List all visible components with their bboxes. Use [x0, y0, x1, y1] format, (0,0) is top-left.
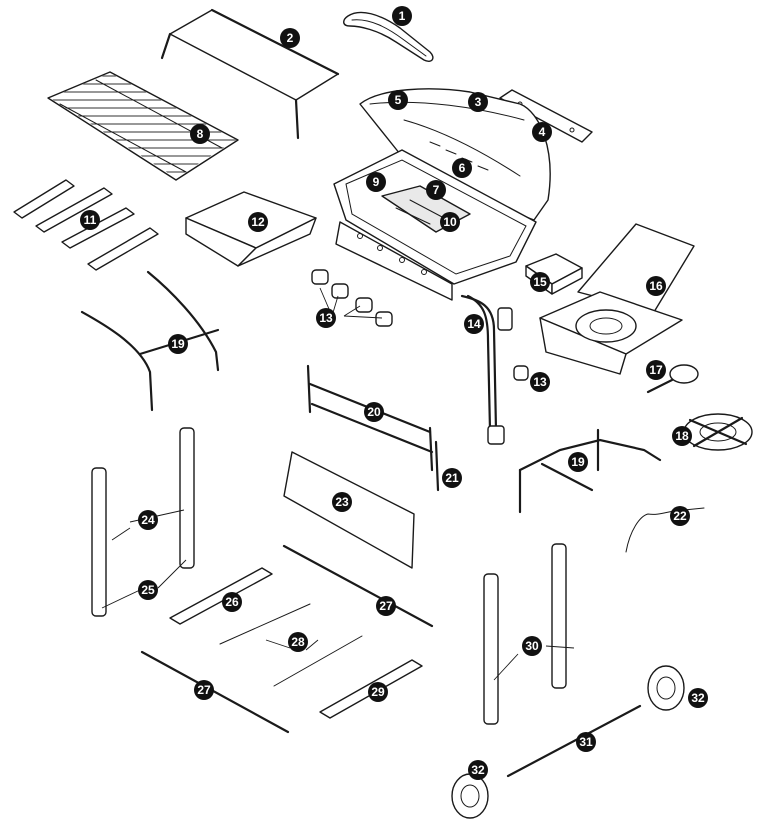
callout-13b: 13	[530, 372, 550, 392]
gas-hose-regulator	[460, 294, 513, 445]
svg-text:6: 6	[459, 161, 466, 175]
side-frame-right	[518, 428, 662, 514]
svg-text:24: 24	[141, 513, 155, 527]
svg-text:30: 30	[525, 639, 539, 653]
side-burner	[539, 223, 695, 375]
svg-text:29: 29	[371, 685, 385, 699]
svg-text:26: 26	[225, 595, 239, 609]
svg-text:17: 17	[649, 363, 663, 377]
callout-19b: 19	[568, 452, 588, 472]
control-knobs	[311, 269, 529, 381]
callout-30: 30	[522, 636, 542, 656]
callout-21: 21	[442, 468, 462, 488]
side-frame-left	[80, 270, 220, 412]
callout-29: 29	[368, 682, 388, 702]
callout-31: 31	[576, 732, 596, 752]
svg-text:11: 11	[84, 213, 97, 227]
svg-text:16: 16	[649, 279, 663, 293]
warming-rack	[160, 8, 340, 140]
callout-9: 9	[366, 172, 386, 192]
svg-text:8: 8	[197, 127, 204, 141]
front-panel	[283, 451, 415, 569]
callout-13a: 13	[316, 308, 336, 328]
callout-26: 26	[222, 592, 242, 612]
callout-11: 11	[80, 210, 100, 230]
svg-text:20: 20	[367, 405, 381, 419]
svg-text:14: 14	[467, 317, 481, 331]
bolt-part	[434, 440, 440, 492]
svg-text:32: 32	[471, 763, 485, 777]
callout-6: 6	[452, 158, 472, 178]
callout-7: 7	[426, 180, 446, 200]
burner-grate	[683, 413, 753, 451]
svg-text:25: 25	[141, 583, 155, 597]
callout-15: 15	[530, 272, 550, 292]
svg-text:3: 3	[475, 95, 482, 109]
legs-right	[483, 543, 567, 725]
axle	[506, 704, 642, 778]
svg-text:1: 1	[399, 9, 406, 23]
svg-text:15: 15	[533, 275, 547, 289]
svg-text:5: 5	[395, 93, 402, 107]
callout-4: 4	[532, 122, 552, 142]
callout-10: 10	[440, 212, 460, 232]
callouts: 1 2 3 4 5 6 7 8 9 10 11 12 13 13 14 15 1…	[80, 6, 708, 780]
svg-text:19: 19	[171, 337, 185, 351]
svg-text:2: 2	[287, 31, 294, 45]
svg-text:21: 21	[445, 471, 459, 485]
callout-3: 3	[468, 92, 488, 112]
svg-text:27: 27	[379, 599, 393, 613]
svg-text:13: 13	[533, 375, 547, 389]
callout-8: 8	[190, 124, 210, 144]
callout-17: 17	[646, 360, 666, 380]
svg-text:23: 23	[335, 495, 349, 509]
burner-valve	[646, 364, 699, 394]
callout-14: 14	[464, 314, 484, 334]
svg-text:12: 12	[251, 215, 265, 229]
legs-left	[91, 427, 195, 617]
callout-23: 23	[332, 492, 352, 512]
callout-18: 18	[672, 426, 692, 446]
svg-text:19: 19	[571, 455, 585, 469]
callout-20: 20	[364, 402, 384, 422]
callout-27b: 27	[194, 680, 214, 700]
callout-27a: 27	[376, 596, 396, 616]
callout-22: 22	[670, 506, 690, 526]
callout-5: 5	[388, 90, 408, 110]
svg-text:32: 32	[691, 691, 705, 705]
callout-28: 28	[288, 632, 308, 652]
callout-32a: 32	[688, 688, 708, 708]
callout-12: 12	[248, 212, 268, 232]
callout-19a: 19	[168, 334, 188, 354]
svg-text:22: 22	[673, 509, 687, 523]
callout-32b: 32	[468, 760, 488, 780]
svg-text:18: 18	[675, 429, 689, 443]
thin-wires	[219, 603, 363, 687]
callout-1: 1	[392, 6, 412, 26]
svg-text:13: 13	[319, 311, 333, 325]
cross-rail-top	[169, 567, 273, 625]
long-rods	[140, 544, 434, 734]
svg-text:4: 4	[539, 125, 546, 139]
wheel-right	[647, 665, 685, 711]
wheel-left	[451, 773, 489, 819]
svg-text:28: 28	[291, 635, 305, 649]
lid-bracket	[499, 89, 593, 143]
svg-text:27: 27	[197, 683, 211, 697]
heat-plates	[13, 179, 159, 271]
svg-text:10: 10	[443, 215, 457, 229]
svg-text:9: 9	[373, 175, 380, 189]
svg-text:31: 31	[579, 735, 593, 749]
callout-24: 24	[138, 510, 158, 530]
callout-25: 25	[138, 580, 158, 600]
wire-clip	[625, 507, 705, 553]
callout-16: 16	[646, 276, 666, 296]
lid-handle	[343, 11, 434, 62]
callout-2: 2	[280, 28, 300, 48]
svg-text:7: 7	[433, 183, 440, 197]
cooking-grate	[47, 71, 239, 181]
leader-lines	[101, 287, 575, 681]
